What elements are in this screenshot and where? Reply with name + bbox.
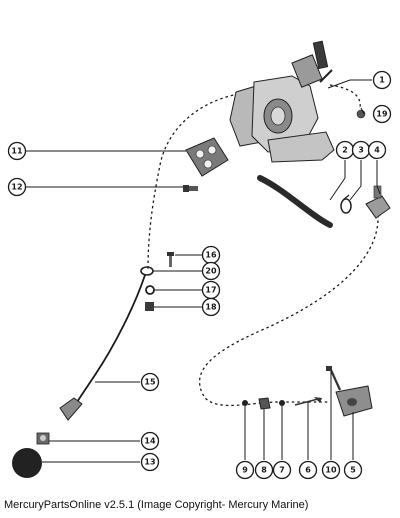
svg-text:1: 1 — [379, 76, 385, 85]
washer-17 — [145, 285, 155, 295]
svg-text:9: 9 — [242, 466, 248, 475]
callout-20: 20 — [201, 261, 221, 281]
svg-text:18: 18 — [205, 303, 217, 312]
callout-19: 19 — [372, 104, 392, 124]
svg-text:6: 6 — [305, 466, 311, 475]
nut-14 — [36, 432, 50, 445]
o-ring-9 — [242, 400, 248, 406]
needle-6 — [294, 397, 322, 406]
callout-6: 6 — [298, 460, 318, 480]
callout-14: 14 — [140, 431, 160, 451]
svg-text:11: 11 — [11, 147, 23, 156]
screw-16 — [167, 252, 174, 267]
svg-text:7: 7 — [279, 466, 285, 475]
svg-text:10: 10 — [325, 466, 337, 475]
screw-10 — [326, 366, 342, 391]
filter-8 — [258, 397, 271, 410]
gasket — [185, 137, 229, 177]
callout-7: 7 — [272, 460, 292, 480]
cable-clamp-20 — [140, 266, 154, 276]
carburetor — [229, 40, 335, 163]
svg-text:12: 12 — [11, 183, 22, 192]
svg-text:17: 17 — [205, 286, 216, 295]
choke-cable-path — [147, 91, 256, 271]
callout-9: 9 — [235, 460, 255, 480]
filter-housing-5 — [335, 385, 373, 417]
callout-1: 1 — [372, 70, 392, 90]
callout-13: 13 — [140, 452, 160, 472]
callout-3: 3 — [351, 140, 371, 160]
callout-4: 4 — [367, 140, 387, 160]
callout-8: 8 — [254, 460, 274, 480]
fuel-fitting — [365, 185, 391, 219]
svg-text:16: 16 — [205, 251, 217, 260]
svg-text:2: 2 — [342, 146, 348, 155]
hose-clamp — [340, 194, 352, 214]
fuel-line-path — [199, 214, 379, 407]
nut-18 — [145, 302, 154, 311]
svg-text:8: 8 — [261, 466, 267, 475]
svg-text:4: 4 — [374, 146, 380, 155]
clip-path-19 — [329, 84, 361, 109]
svg-text:15: 15 — [144, 378, 156, 387]
callout-12: 12 — [7, 177, 27, 197]
choke-knob — [12, 448, 42, 478]
svg-text:20: 20 — [205, 267, 217, 276]
svg-text:13: 13 — [144, 458, 155, 467]
screw-12 — [183, 185, 198, 192]
callout-11: 11 — [7, 141, 27, 161]
o-ring-7 — [279, 400, 285, 406]
fuel-hose — [257, 175, 333, 228]
callout-2: 2 — [335, 140, 355, 160]
svg-text:19: 19 — [376, 110, 388, 119]
svg-text:14: 14 — [144, 437, 156, 446]
svg-text:3: 3 — [358, 146, 364, 155]
svg-text:5: 5 — [350, 466, 356, 475]
callout-17: 17 — [201, 280, 221, 300]
callout-10: 10 — [321, 460, 341, 480]
choke-cable — [59, 274, 146, 421]
callout-18: 18 — [201, 297, 221, 317]
image-caption: MercuryPartsOnline v2.5.1 (Image Copyrig… — [4, 499, 309, 511]
callout-16: 16 — [201, 245, 221, 265]
callout-15: 15 — [140, 372, 160, 392]
callout-5: 5 — [343, 460, 363, 480]
